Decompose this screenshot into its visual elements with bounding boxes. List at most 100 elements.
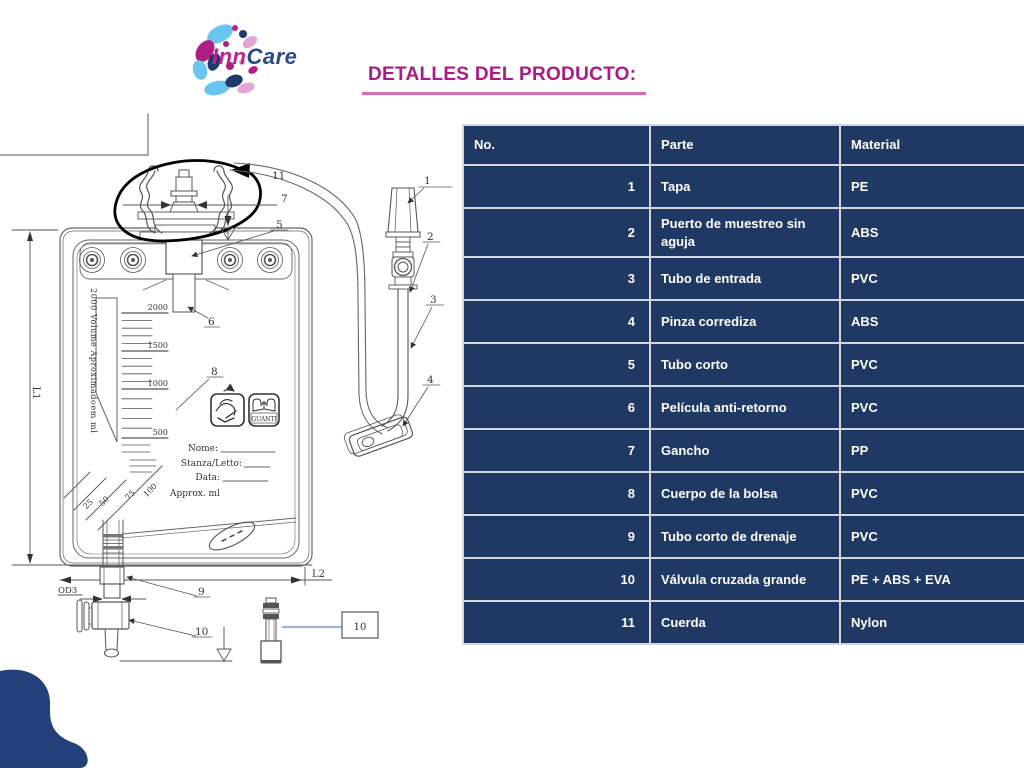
callout-labels: 1 2 3 4 5 6 7 8 9 10 11 [126, 170, 453, 638]
header-no: No. [462, 124, 651, 166]
part-ref-box-label: 10 [354, 622, 367, 633]
cell-material: ABS [839, 299, 1024, 345]
svg-text:9: 9 [198, 586, 205, 598]
volume-label: 2000 Volume Aproximadoem ml [89, 288, 98, 433]
cell-material: ABS [839, 206, 1024, 259]
gloves-icon: GUANTI [248, 393, 280, 427]
cell-no: 6 [462, 385, 651, 431]
cell-no: 5 [462, 342, 651, 388]
valve-part-detail: 10 [260, 597, 379, 664]
cell-material: Nylon [839, 600, 1024, 646]
handwash-icon [210, 383, 245, 427]
cell-material: PVC [839, 471, 1024, 517]
cell-no: 8 [462, 471, 651, 517]
svg-text:OD3: OD3 [58, 586, 77, 596]
technical-drawing: L1 L2 2000 Volume Aproximadoem ml [0, 113, 453, 664]
approx-ml-label: Approx. ml [169, 489, 220, 499]
cell-material: PP [839, 428, 1024, 474]
table-row: 5 Tubo corto PVC [462, 342, 1024, 388]
table-row: 7 Gancho PP [462, 428, 1024, 474]
logo-wordmark: InnCare [212, 44, 297, 70]
cell-no: 11 [462, 600, 651, 646]
drain-outlet [99, 519, 125, 599]
table-row: 10 Válvula cruzada grande PE + ABS + EVA [462, 557, 1024, 603]
frame-corner-line [0, 113, 149, 156]
svg-text:7: 7 [281, 193, 288, 205]
cell-parte: Gancho [649, 428, 841, 474]
table-row: 2 Puerto de muestreo sin aguja ABS [462, 206, 1024, 259]
svg-text:75: 75 [123, 488, 137, 502]
graduation-scale: 2000 1500 1000 500 [121, 303, 169, 473]
svg-text:Data:: Data: [195, 473, 220, 483]
svg-text:11: 11 [272, 170, 285, 182]
svg-text:2000: 2000 [148, 303, 168, 312]
cross-valve [76, 599, 130, 658]
cell-material: PVC [839, 256, 1024, 302]
logo-text-care: Care [246, 44, 298, 69]
cell-parte: Puerto de muestreo sin aguja [649, 206, 841, 259]
cell-no: 4 [462, 299, 651, 345]
product-spec-table: No. Parte Material 1 Tapa PE 2 Puerto de… [462, 124, 1024, 646]
dimension-l1: L1 [11, 229, 313, 566]
measuring-strip [95, 297, 118, 443]
cell-no: 7 [462, 428, 651, 474]
svg-text:GUANTI: GUANTI [251, 416, 277, 423]
cell-no: 9 [462, 514, 651, 560]
svg-text:L2: L2 [312, 569, 325, 580]
cell-parte: Tubo de entrada [649, 256, 841, 302]
svg-text:8: 8 [211, 366, 218, 378]
svg-text:Nome:: Nome: [188, 444, 218, 454]
cell-no: 1 [462, 164, 651, 209]
table-row: 9 Tubo corto de drenaje PVC [462, 514, 1024, 560]
bag-sticker [208, 521, 256, 551]
svg-text:2: 2 [427, 231, 434, 243]
cell-parte: Pinza corrediza [649, 299, 841, 345]
svg-text:L1: L1 [30, 386, 41, 399]
svg-text:25: 25 [81, 497, 95, 511]
cap-dimension [122, 194, 278, 241]
cell-parte: Tapa [649, 164, 841, 209]
inlet-tube [229, 162, 389, 435]
cell-parte: Tubo corto [649, 342, 841, 388]
drain-datum-symbol [119, 626, 233, 662]
table-header-row: No. Parte Material [462, 124, 1024, 166]
page-title: DETALLES DEL PRODUCTO: [362, 64, 647, 95]
eyelets [79, 247, 283, 273]
svg-text:1000: 1000 [148, 379, 168, 388]
table-row: 1 Tapa PE [462, 164, 1024, 209]
table-row: 11 Cuerda Nylon [462, 600, 1024, 646]
cell-parte: Tubo corto de drenaje [649, 514, 841, 560]
inncare-logo: InnCare [190, 14, 320, 102]
cell-parte: Válvula cruzada grande [649, 557, 841, 603]
svg-text:5: 5 [276, 219, 283, 231]
slide-clamp [343, 414, 414, 457]
cell-parte: Cuerpo de la bolsa [649, 471, 841, 517]
table-row: 3 Tubo de entrada PVC [462, 256, 1024, 302]
svg-text:3: 3 [430, 294, 437, 306]
svg-text:1500: 1500 [148, 341, 168, 350]
cell-parte: Película anti-retorno [649, 385, 841, 431]
svg-text:6: 6 [208, 316, 215, 328]
header-parte: Parte [649, 124, 841, 166]
od3-dimension: OD3 [57, 586, 147, 603]
form-fields: Nome: Stanza/Letto: Data: [181, 444, 276, 483]
table-row: 4 Pinza corrediza ABS [462, 299, 1024, 345]
cell-material: PVC [839, 342, 1024, 388]
header-material: Material [839, 124, 1024, 166]
table-row: 8 Cuerpo de la bolsa PVC [462, 471, 1024, 517]
logo-text-inn: Inn [212, 44, 247, 69]
svg-text:10: 10 [195, 626, 208, 638]
cell-no: 2 [462, 206, 651, 259]
svg-text:Stanza/Letto:: Stanza/Letto: [181, 459, 242, 469]
cell-material: PE + ABS + EVA [839, 557, 1024, 603]
cell-no: 3 [462, 256, 651, 302]
cell-parte: Cuerda [649, 600, 841, 646]
logo-blob-mark [192, 24, 258, 96]
svg-text:1: 1 [424, 175, 431, 187]
corner-decoration-blob [0, 669, 88, 768]
svg-text:4: 4 [427, 374, 434, 386]
tube-cap-assembly [381, 187, 421, 432]
svg-text:500: 500 [153, 428, 168, 437]
diagonal-scale: 25 50 75 100 [63, 465, 163, 531]
cell-material: PVC [839, 514, 1024, 560]
